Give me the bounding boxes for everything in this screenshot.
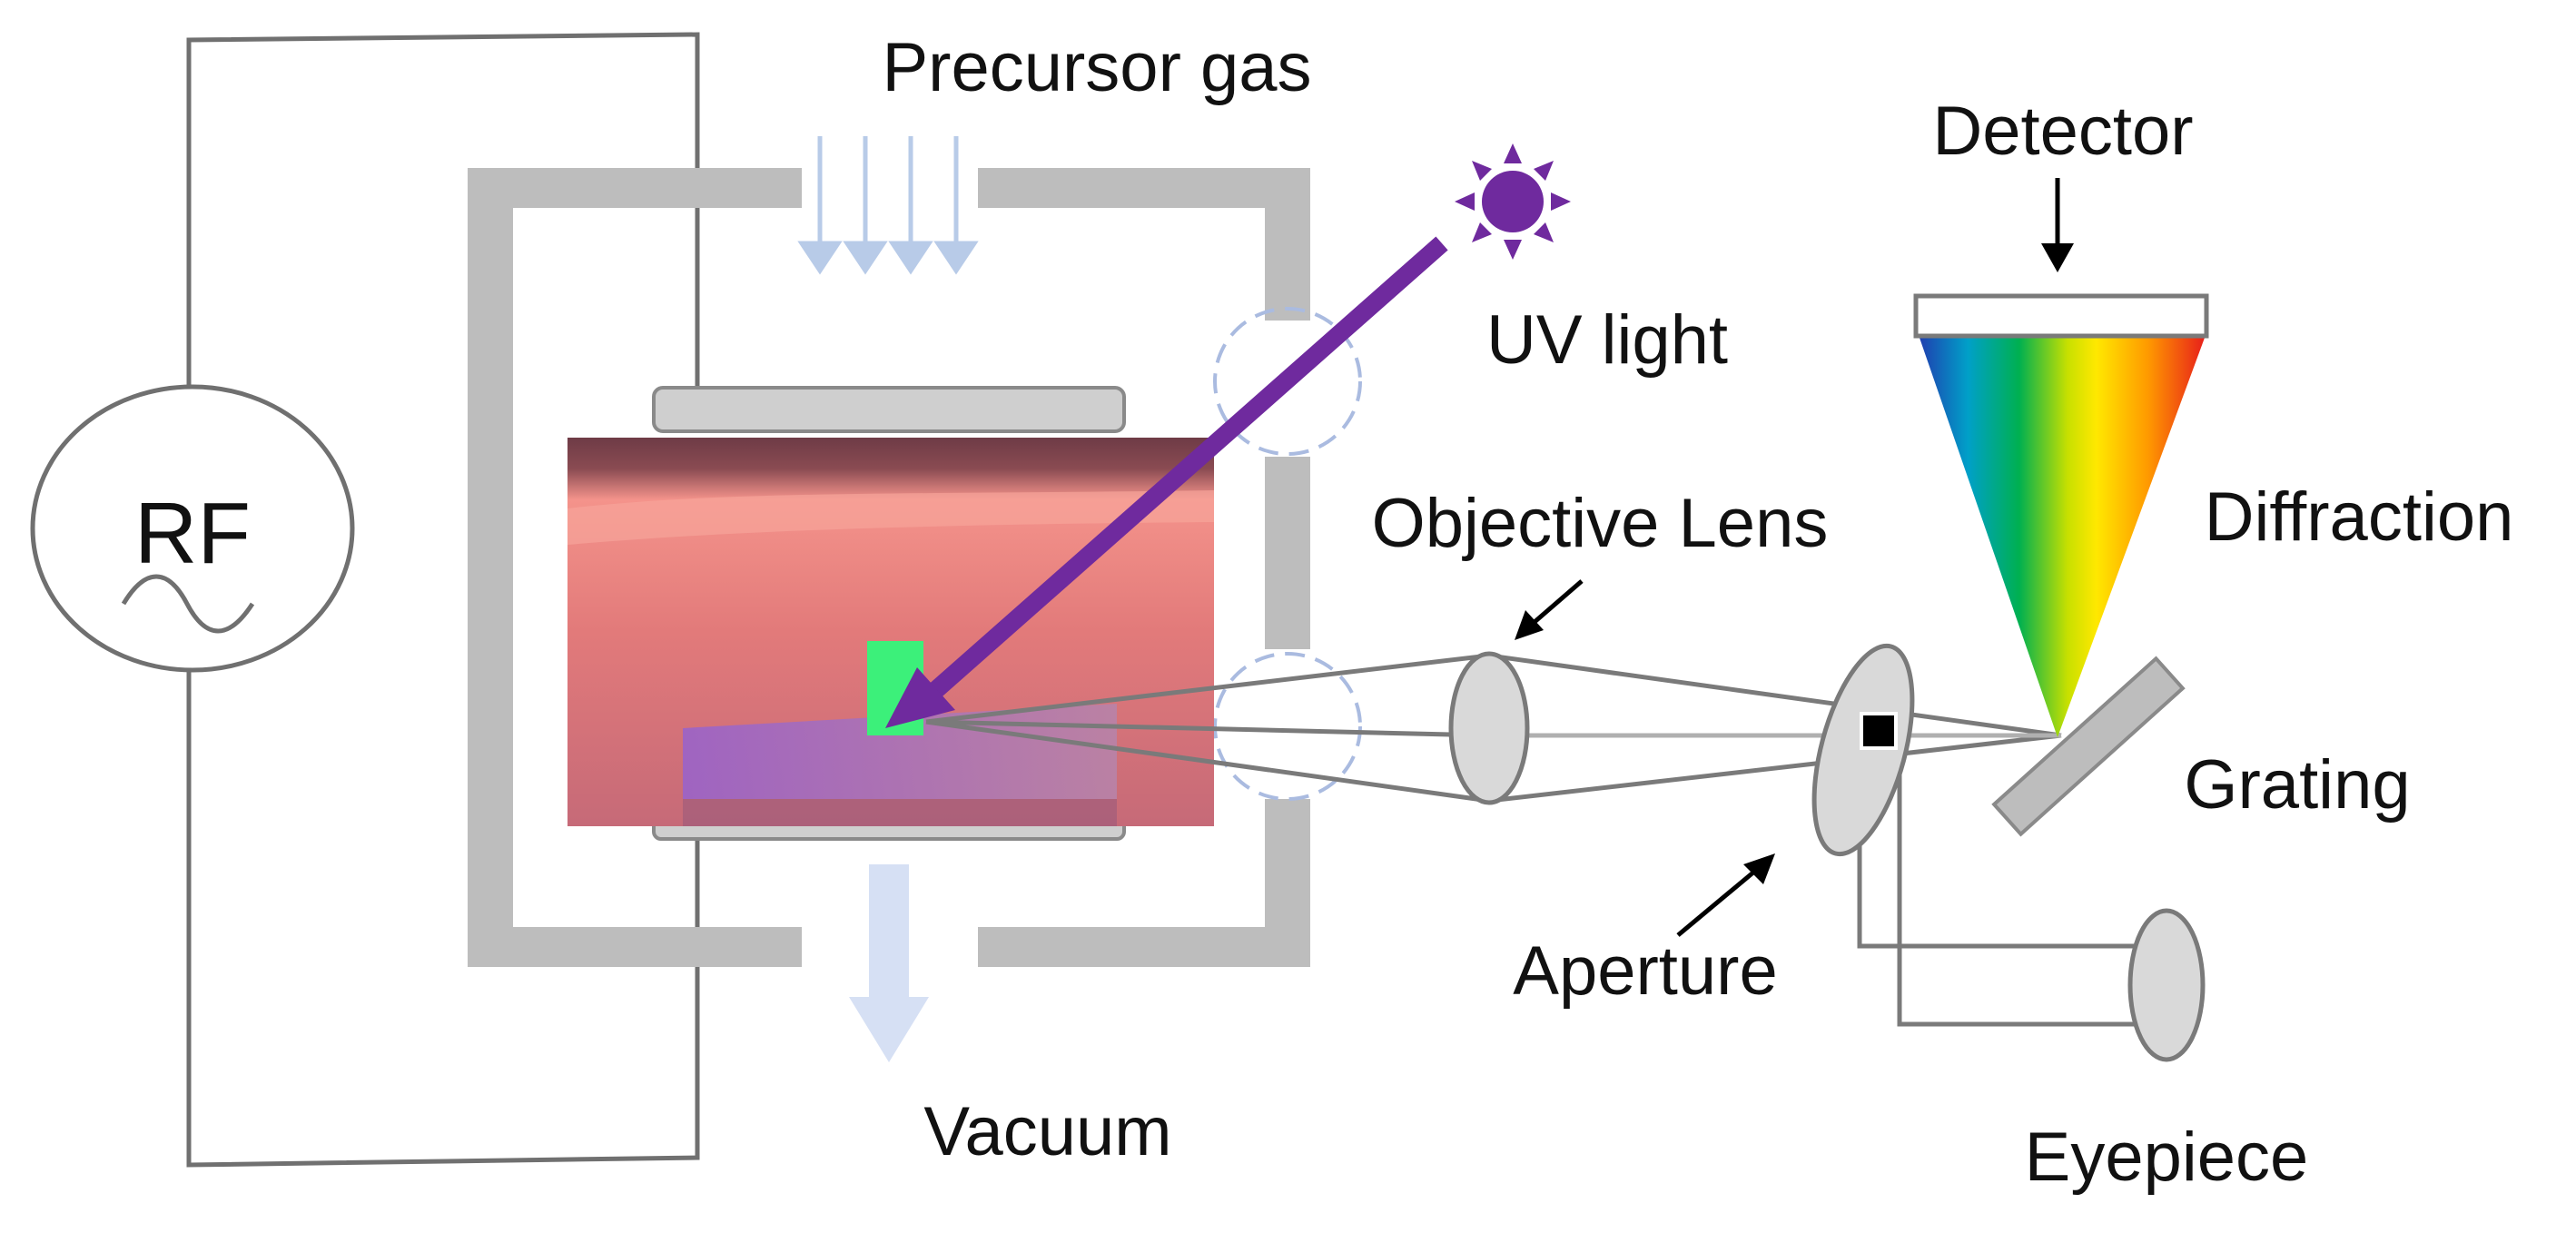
- chamber-bottom-left-wall: [468, 927, 802, 967]
- chamber-right-wall-mid: [1265, 457, 1310, 649]
- upper-viewport: [1213, 307, 1362, 456]
- detector-label: Detector: [1932, 93, 2193, 170]
- uv-light-label: UV light: [1486, 301, 1728, 379]
- top-electrode: [652, 386, 1126, 433]
- vacuum-chamber: [468, 168, 1310, 967]
- sun-icon: [1455, 143, 1571, 260]
- precursor-gas-label: Precursor gas: [882, 29, 1311, 106]
- detector: [1913, 293, 2209, 339]
- diffraction-spectrum: [1920, 338, 2205, 737]
- substrate-base: [683, 704, 1117, 799]
- aperture-pointer: [1676, 853, 1775, 937]
- chamber-right-wall-upper: [1265, 168, 1310, 321]
- aperture-square: [1860, 712, 1898, 750]
- plasma-chamber-photo: [568, 438, 1214, 826]
- grating-label: Grating: [2184, 746, 2410, 824]
- chamber-top-right-wall: [978, 168, 1310, 208]
- objective-lens: [1448, 651, 1530, 805]
- diffraction-label: Diffraction: [2205, 478, 2514, 556]
- lower-viewport: [1213, 652, 1362, 801]
- rf-wire-bottom: [186, 663, 700, 1168]
- uv-beam: [885, 236, 1448, 728]
- eyepiece-lens: [2127, 908, 2206, 1062]
- vacuum-arrow: [849, 864, 929, 1062]
- rf-wire: [186, 32, 700, 418]
- vacuum-label: Vacuum: [923, 1093, 1171, 1170]
- aperture-label: Aperture: [1513, 932, 1778, 1010]
- optical-path: [925, 653, 2141, 1027]
- rf-source-circle: [30, 384, 355, 673]
- chamber-left-wall: [468, 168, 513, 967]
- grating: [1991, 656, 2186, 837]
- chamber-bottom-right-wall: [978, 927, 1310, 967]
- rf-circuit: RF: [30, 32, 700, 1168]
- chamber-top-left-wall: [468, 168, 802, 208]
- eyepiece-path-lower: [1897, 735, 2141, 1027]
- objective-lens-pointer: [1515, 579, 1584, 640]
- sine-wave-icon: [121, 574, 255, 634]
- precursor-gas-arrows: [797, 136, 979, 275]
- objective-lens-label: Objective Lens: [1372, 485, 1829, 562]
- eyepiece-label: Eyepiece: [2025, 1119, 2309, 1196]
- rf-label: RF: [134, 485, 251, 582]
- detector-pointer: [2041, 178, 2074, 272]
